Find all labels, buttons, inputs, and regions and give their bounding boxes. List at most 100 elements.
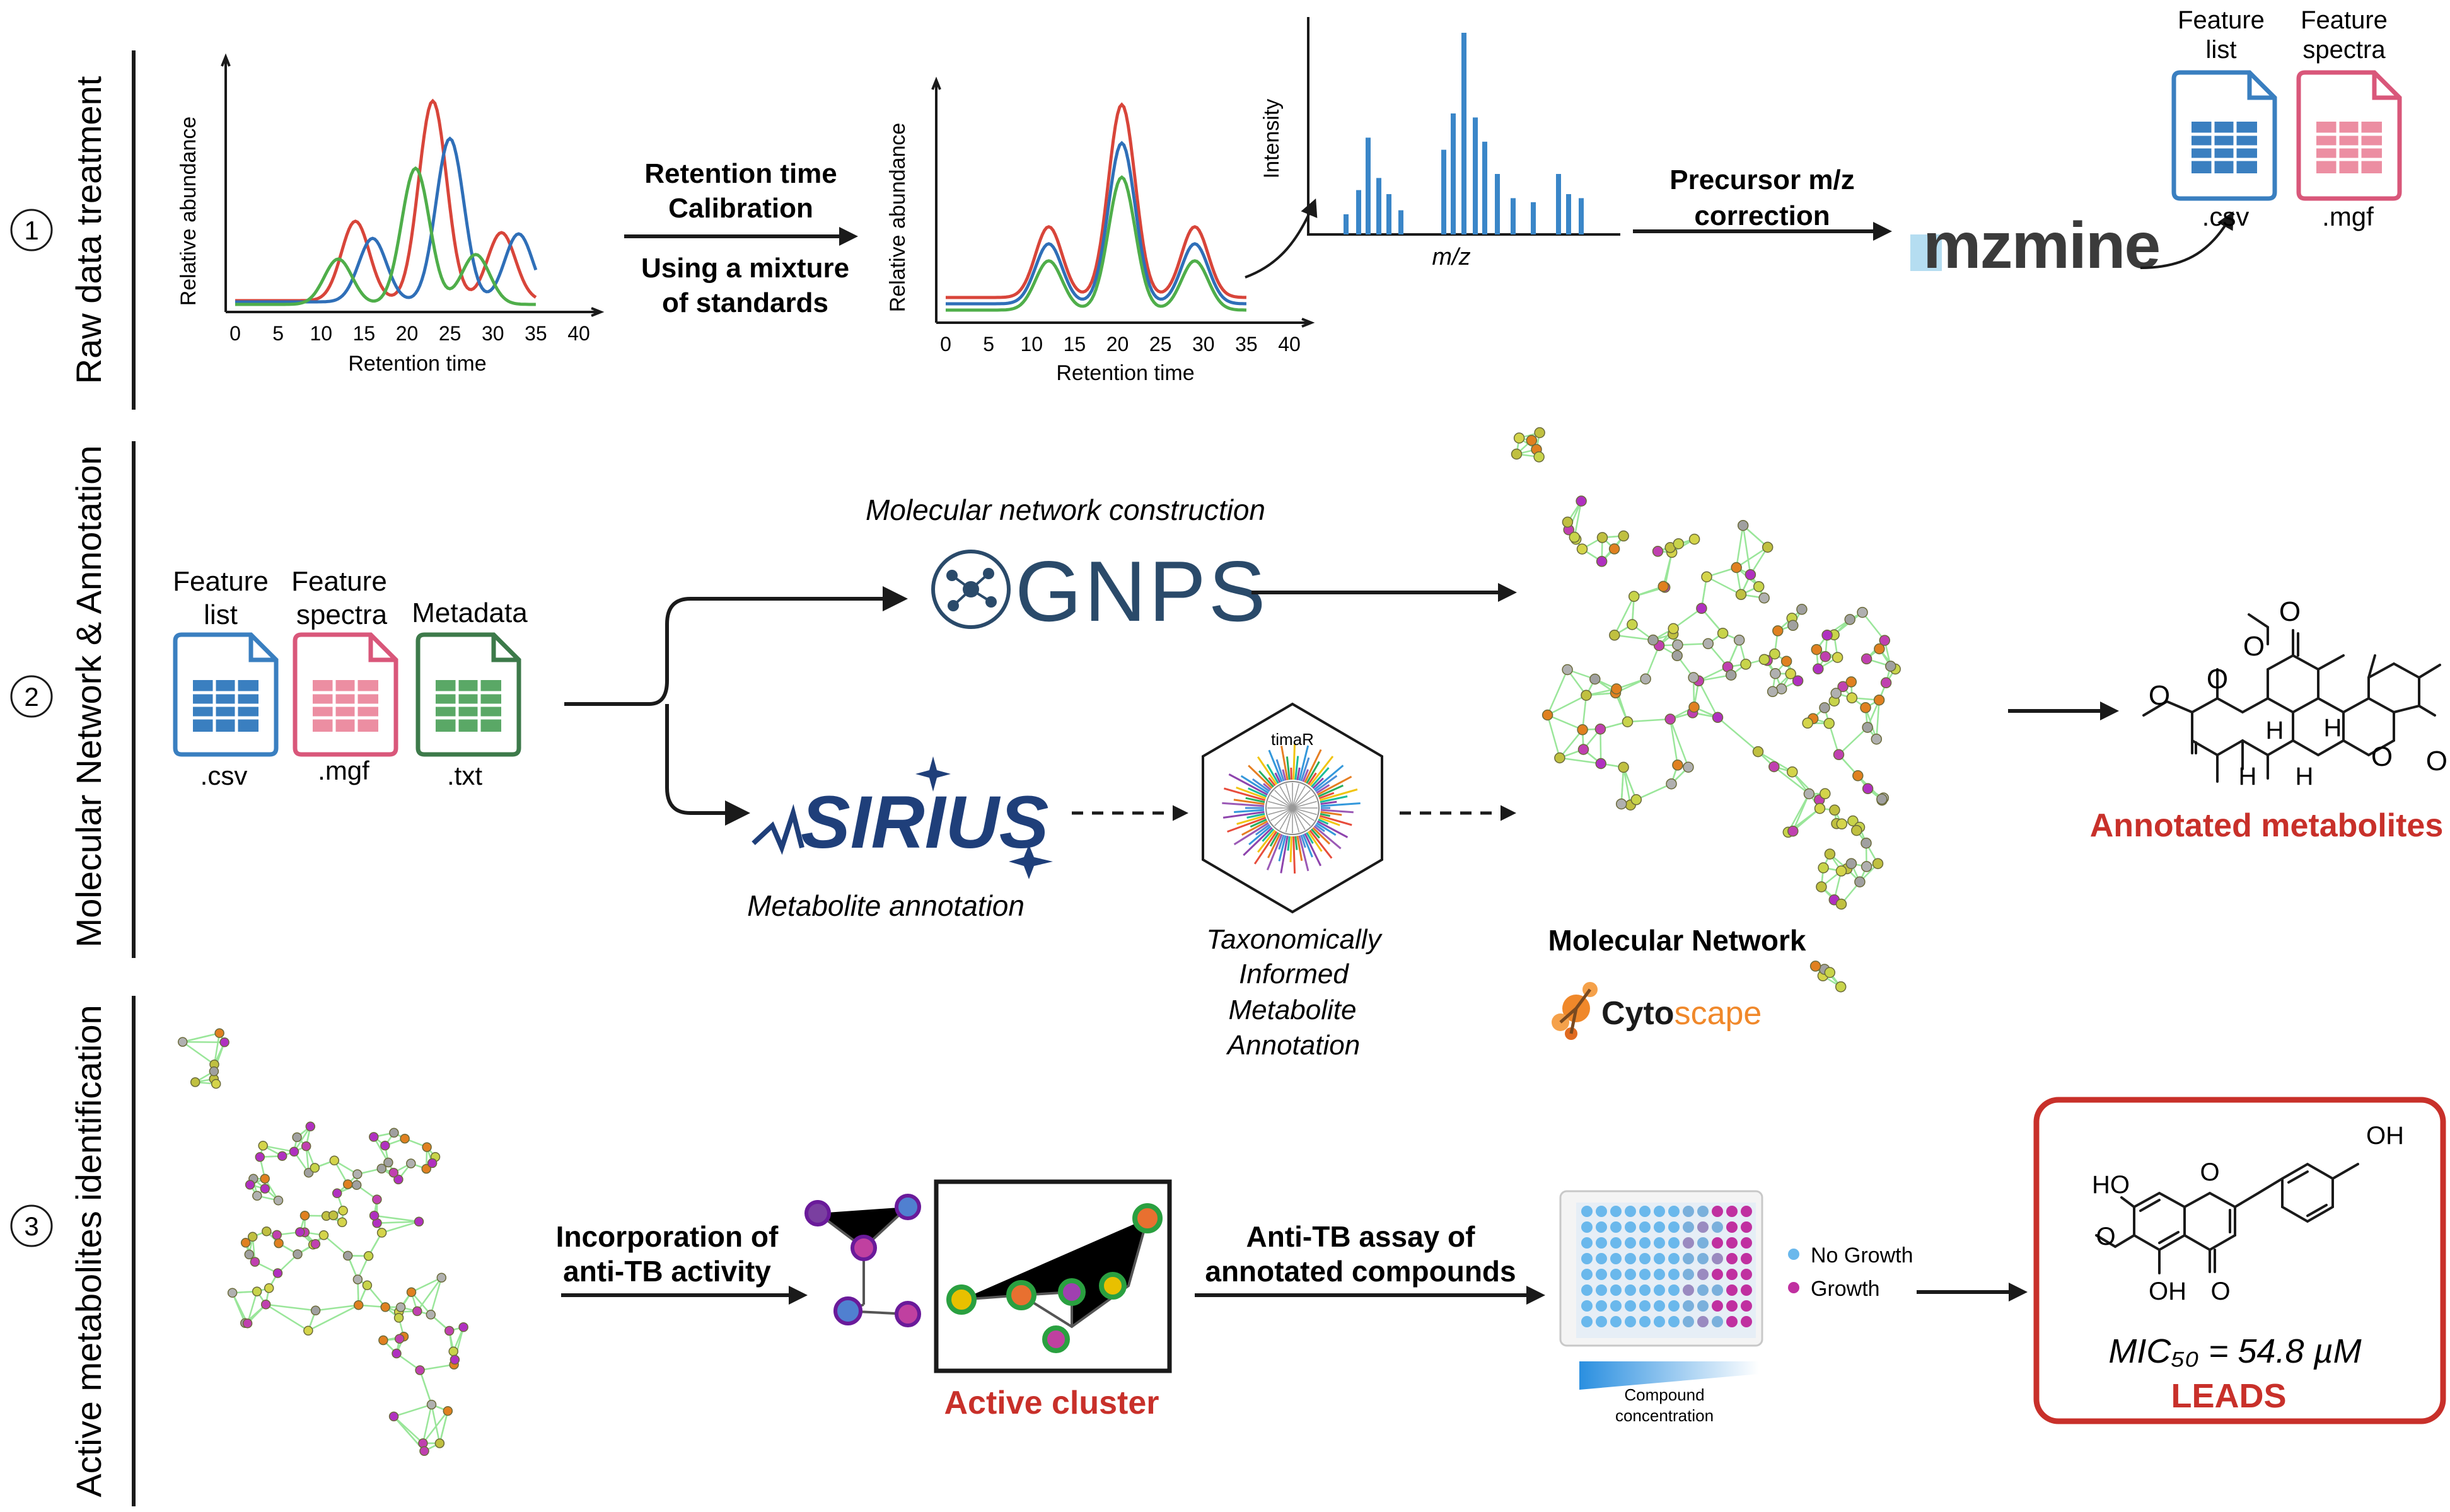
network-edge: [1673, 608, 1702, 630]
spectrum-bar: [1473, 117, 1478, 234]
tree-branch: [1253, 831, 1278, 865]
network-edge: [1622, 767, 1632, 805]
network-node: [1879, 635, 1891, 646]
s2-file3-ext: .txt: [447, 761, 482, 790]
tree-branch: [1315, 775, 1338, 792]
x-tick-label: 35: [525, 322, 547, 345]
spectrum-bar: [1386, 194, 1391, 234]
network-edge: [1547, 669, 1569, 716]
plate-well: [1654, 1253, 1665, 1264]
network-node: [352, 1169, 363, 1179]
mol1-h1: H: [2266, 717, 2284, 744]
network-edge: [1620, 767, 1625, 804]
network-node: [1672, 759, 1683, 771]
plate-well: [1683, 1253, 1694, 1264]
section3-label: Active metabolites identification: [69, 1005, 108, 1497]
network-edge: [1635, 783, 1672, 800]
tree-branch: [1268, 749, 1283, 782]
gnps-caption: Molecular network construction: [866, 493, 1265, 526]
network-node: [1664, 713, 1676, 725]
network-node: [247, 1232, 258, 1242]
tree-branch: [1294, 756, 1299, 780]
x-tick-label: 20: [1106, 333, 1129, 355]
spectrum-bar: [1566, 194, 1571, 234]
tree-branch: [1307, 831, 1323, 852]
network-edge: [1706, 576, 1742, 596]
network-node: [1824, 848, 1836, 860]
branch-arrowhead-top: [883, 586, 908, 611]
network-node: [426, 1310, 436, 1320]
s1-file2-label-line1: Feature: [2301, 6, 2388, 34]
network-node: [337, 1217, 347, 1228]
network-node: [1818, 862, 1829, 874]
tree-branch: [1258, 770, 1275, 788]
s1-file1-label-line1: Feature: [2178, 6, 2265, 34]
network-node: [1688, 701, 1700, 713]
lead-mic: MIC₅₀ = 54.8 µM: [2108, 1332, 2361, 1370]
tree-branch: [1292, 807, 1306, 830]
s2-file3-label: Metadata: [412, 597, 528, 628]
tree-branch: [1274, 772, 1281, 783]
network-node: [1824, 967, 1836, 978]
spectrum-bar: [1482, 141, 1487, 234]
network-edge: [1791, 771, 1820, 800]
s2-file2-ext: .mgf: [318, 756, 369, 785]
tree-branch: [1292, 795, 1315, 809]
network-node: [258, 1141, 268, 1151]
x-tick-label: 15: [1064, 333, 1086, 355]
network-node: [1701, 571, 1712, 582]
tree-branch: [1292, 836, 1296, 874]
tree-branch: [1274, 790, 1293, 809]
network-node: [1628, 591, 1640, 603]
network-edge: [1559, 729, 1584, 759]
plate-well: [1697, 1316, 1709, 1327]
concentration-gradient: [1579, 1361, 1759, 1390]
network-node: [450, 1354, 460, 1365]
network-edge: [1644, 645, 1660, 679]
network-node: [1534, 427, 1545, 439]
network-node: [393, 1313, 404, 1323]
s2-file1-label-line2: list: [204, 599, 238, 630]
lead-structure: [2095, 1162, 2359, 1274]
network-node: [1802, 717, 1813, 729]
network-node: [1813, 663, 1824, 675]
tree-branch: [1280, 836, 1289, 874]
network-node: [1835, 981, 1847, 993]
tree-branch: [1257, 756, 1278, 785]
s1-file1-label-line2: list: [2206, 36, 2237, 64]
legend-growth-label: Growth: [1811, 1277, 1880, 1301]
timar-line4: Annotation: [1226, 1030, 1360, 1061]
network-edge: [1838, 727, 1868, 756]
network-edge: [1862, 611, 1886, 641]
tree-branch: [1313, 825, 1342, 850]
network-node: [1594, 724, 1606, 735]
tree-branch: [1245, 797, 1265, 804]
section1-label: Raw data treatment: [69, 76, 108, 384]
s1-file2-label-line2: spectra: [2302, 36, 2386, 64]
tree-branch: [1255, 824, 1270, 836]
tree-branch: [1316, 822, 1337, 836]
x-tick-label: 40: [1278, 333, 1301, 355]
network-node: [1673, 538, 1685, 550]
plate-well: [1741, 1300, 1752, 1312]
network-node: [1652, 546, 1664, 557]
network-node: [1577, 744, 1589, 755]
plate-well: [1712, 1300, 1723, 1312]
network-node: [244, 1249, 255, 1260]
network-node: [434, 1438, 445, 1448]
network-node: [1874, 643, 1885, 655]
network-node: [1622, 716, 1634, 727]
plate-well: [1668, 1237, 1680, 1249]
assay-plate: [1559, 1190, 1763, 1347]
network-node: [1816, 881, 1827, 892]
tree-branch: [1279, 786, 1293, 809]
network-node: [1846, 692, 1858, 704]
network-node: [1615, 798, 1627, 810]
network-node: [318, 1230, 329, 1240]
network-node: [303, 1325, 313, 1336]
plate-well: [1639, 1300, 1651, 1312]
network-node: [1577, 724, 1588, 736]
x-tick-label: 25: [1149, 333, 1172, 355]
network-node: [1835, 865, 1847, 877]
plate-well: [1668, 1316, 1680, 1327]
